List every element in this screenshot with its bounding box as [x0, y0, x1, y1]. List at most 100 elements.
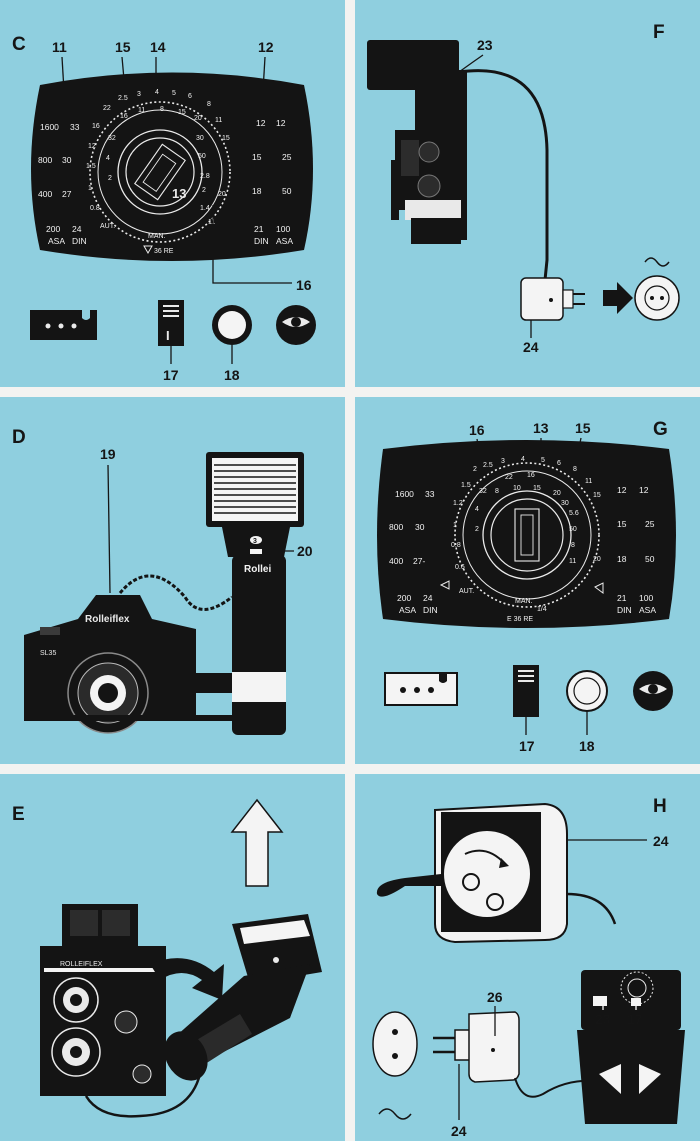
- mode-mark: I: [166, 328, 170, 343]
- svg-text:2.8: 2.8: [200, 173, 210, 180]
- svg-text:50: 50: [198, 153, 206, 160]
- dial-c-right-din-label: DIN: [254, 236, 269, 246]
- dial-g-din-3: 27-: [413, 556, 425, 566]
- svg-text:4: 4: [155, 89, 159, 96]
- wall-socket-icon: [634, 275, 680, 321]
- callout-16-g: 16: [469, 422, 485, 438]
- svg-text:3: 3: [137, 91, 141, 98]
- arrow-right-icon: [603, 282, 633, 314]
- camera-name-e: ROLLEIFLEX: [60, 961, 103, 968]
- callout-23-h: 23: [595, 1011, 611, 1027]
- camera-with-flash-icon: [367, 40, 467, 244]
- callout-17-c: 17: [163, 367, 179, 383]
- panel-h-letter: H: [653, 796, 667, 817]
- svg-text:2.5: 2.5: [118, 95, 128, 102]
- arrow-up-icon: [230, 798, 284, 887]
- svg-text:11: 11: [585, 478, 592, 485]
- callout-13: 13: [172, 186, 186, 201]
- svg-text:2: 2: [202, 187, 206, 194]
- svg-text:5: 5: [172, 90, 176, 97]
- svg-text:20: 20: [218, 191, 226, 198]
- panel-e: E ROLLEIFLEX: [0, 774, 345, 1141]
- dial-c-din-4: 24: [72, 224, 82, 234]
- dial-g-din-label: DIN: [423, 605, 438, 615]
- dial-g-asa-label: ASA: [399, 605, 416, 615]
- panel-c-letter: C: [12, 34, 26, 55]
- dial-g-din-4: 24: [423, 593, 433, 603]
- svg-text:5.6: 5.6: [569, 510, 579, 517]
- wall-socket-h-icon: [372, 1011, 418, 1077]
- mode-indicator-icon-g: [513, 665, 539, 717]
- twin-lens-camera-icon: ROLLEIFLEX: [40, 904, 166, 1096]
- svg-text:6: 6: [188, 93, 192, 100]
- dial-g-aut: AUT.: [459, 588, 474, 595]
- svg-text:0.8: 0.8: [90, 205, 100, 212]
- dial-g-right-3a: 18: [617, 554, 627, 564]
- callout-24-h-bottom: 24: [451, 1123, 467, 1139]
- svg-text:11: 11: [215, 117, 222, 124]
- svg-text:15: 15: [593, 492, 601, 499]
- dial-g-right-2a: 15: [617, 519, 627, 529]
- svg-text:22: 22: [505, 474, 513, 481]
- slr-camera-icon: Rolleiflex SL35: [24, 595, 254, 734]
- dial-c-din-1: 33: [70, 122, 80, 132]
- callout-18-c: 18: [224, 367, 240, 383]
- dial-c-right-asa: 100: [276, 224, 290, 234]
- svg-text:1.5: 1.5: [461, 482, 471, 489]
- svg-text:16: 16: [92, 123, 100, 130]
- dial-g-right-3b: 50: [645, 554, 655, 564]
- curved-arrow-icon: [150, 958, 224, 1000]
- dial-c-right-din: 21: [254, 224, 264, 234]
- dial-g-din-2: 30: [415, 522, 425, 532]
- power-adapter-icon: [520, 277, 585, 321]
- panel-d-illustration: D 19 3 Rollei: [12, 427, 313, 735]
- svg-text:1.5: 1.5: [86, 163, 96, 170]
- panel-d-letter: D: [12, 427, 26, 448]
- ready-lamp-ring-icon-g: [566, 670, 608, 712]
- svg-text:32: 32: [479, 488, 487, 495]
- svg-text:15: 15: [533, 485, 541, 492]
- dial-c-right-2a: 15: [252, 152, 262, 162]
- power-adapter-large-icon: [376, 802, 617, 944]
- svg-text:3: 3: [501, 458, 505, 465]
- panel-e-letter: E: [12, 804, 25, 825]
- callout-23-f: 23: [477, 37, 493, 53]
- callout-16: 16: [296, 277, 312, 293]
- flash-number: 3: [253, 538, 257, 545]
- svg-text:2: 2: [108, 175, 112, 182]
- dial-c-right-1b: 12: [276, 118, 286, 128]
- dial-g-extra: 1/4: [537, 606, 547, 613]
- dial-g-asa-4: 200: [397, 593, 411, 603]
- dial-g-right-2b: 25: [645, 519, 655, 529]
- callout-12: 12: [258, 39, 274, 55]
- svg-text:4: 4: [475, 506, 479, 513]
- svg-text:4: 4: [521, 456, 525, 463]
- flash-unit-e-icon: [164, 914, 322, 1081]
- panel-e-illustration: E ROLLEIFLEX: [12, 798, 322, 1118]
- svg-text:20: 20: [553, 490, 561, 497]
- dial-g-asa-2: 800: [389, 522, 403, 532]
- svg-text:20: 20: [194, 115, 202, 122]
- callout-15-g: 15: [575, 420, 591, 436]
- svg-text:2: 2: [473, 466, 477, 473]
- dial-c-asa-label: ASA: [48, 236, 65, 246]
- ac-wave-h-icon: [378, 1108, 412, 1120]
- svg-text:8: 8: [495, 488, 499, 495]
- dial-face: [31, 72, 313, 261]
- callout-18-g: 18: [579, 738, 595, 754]
- dial-face-g: [377, 440, 676, 628]
- svg-text:22: 22: [103, 105, 111, 112]
- flash-brand: Rollei: [244, 564, 271, 575]
- dial-g-model: E 36 RE: [507, 616, 533, 623]
- flash-unit-icon: 3 Rollei: [206, 452, 304, 735]
- svg-text:2: 2: [475, 526, 479, 533]
- dial-g-asa-3: 400: [389, 556, 403, 566]
- dial-g-right-1a: 12: [617, 485, 627, 495]
- dial-g-din-1: 33: [425, 489, 435, 499]
- dial-c-man: MAN.: [148, 233, 166, 240]
- svg-text:6: 6: [557, 460, 561, 467]
- panel-h: H 24: [355, 774, 700, 1141]
